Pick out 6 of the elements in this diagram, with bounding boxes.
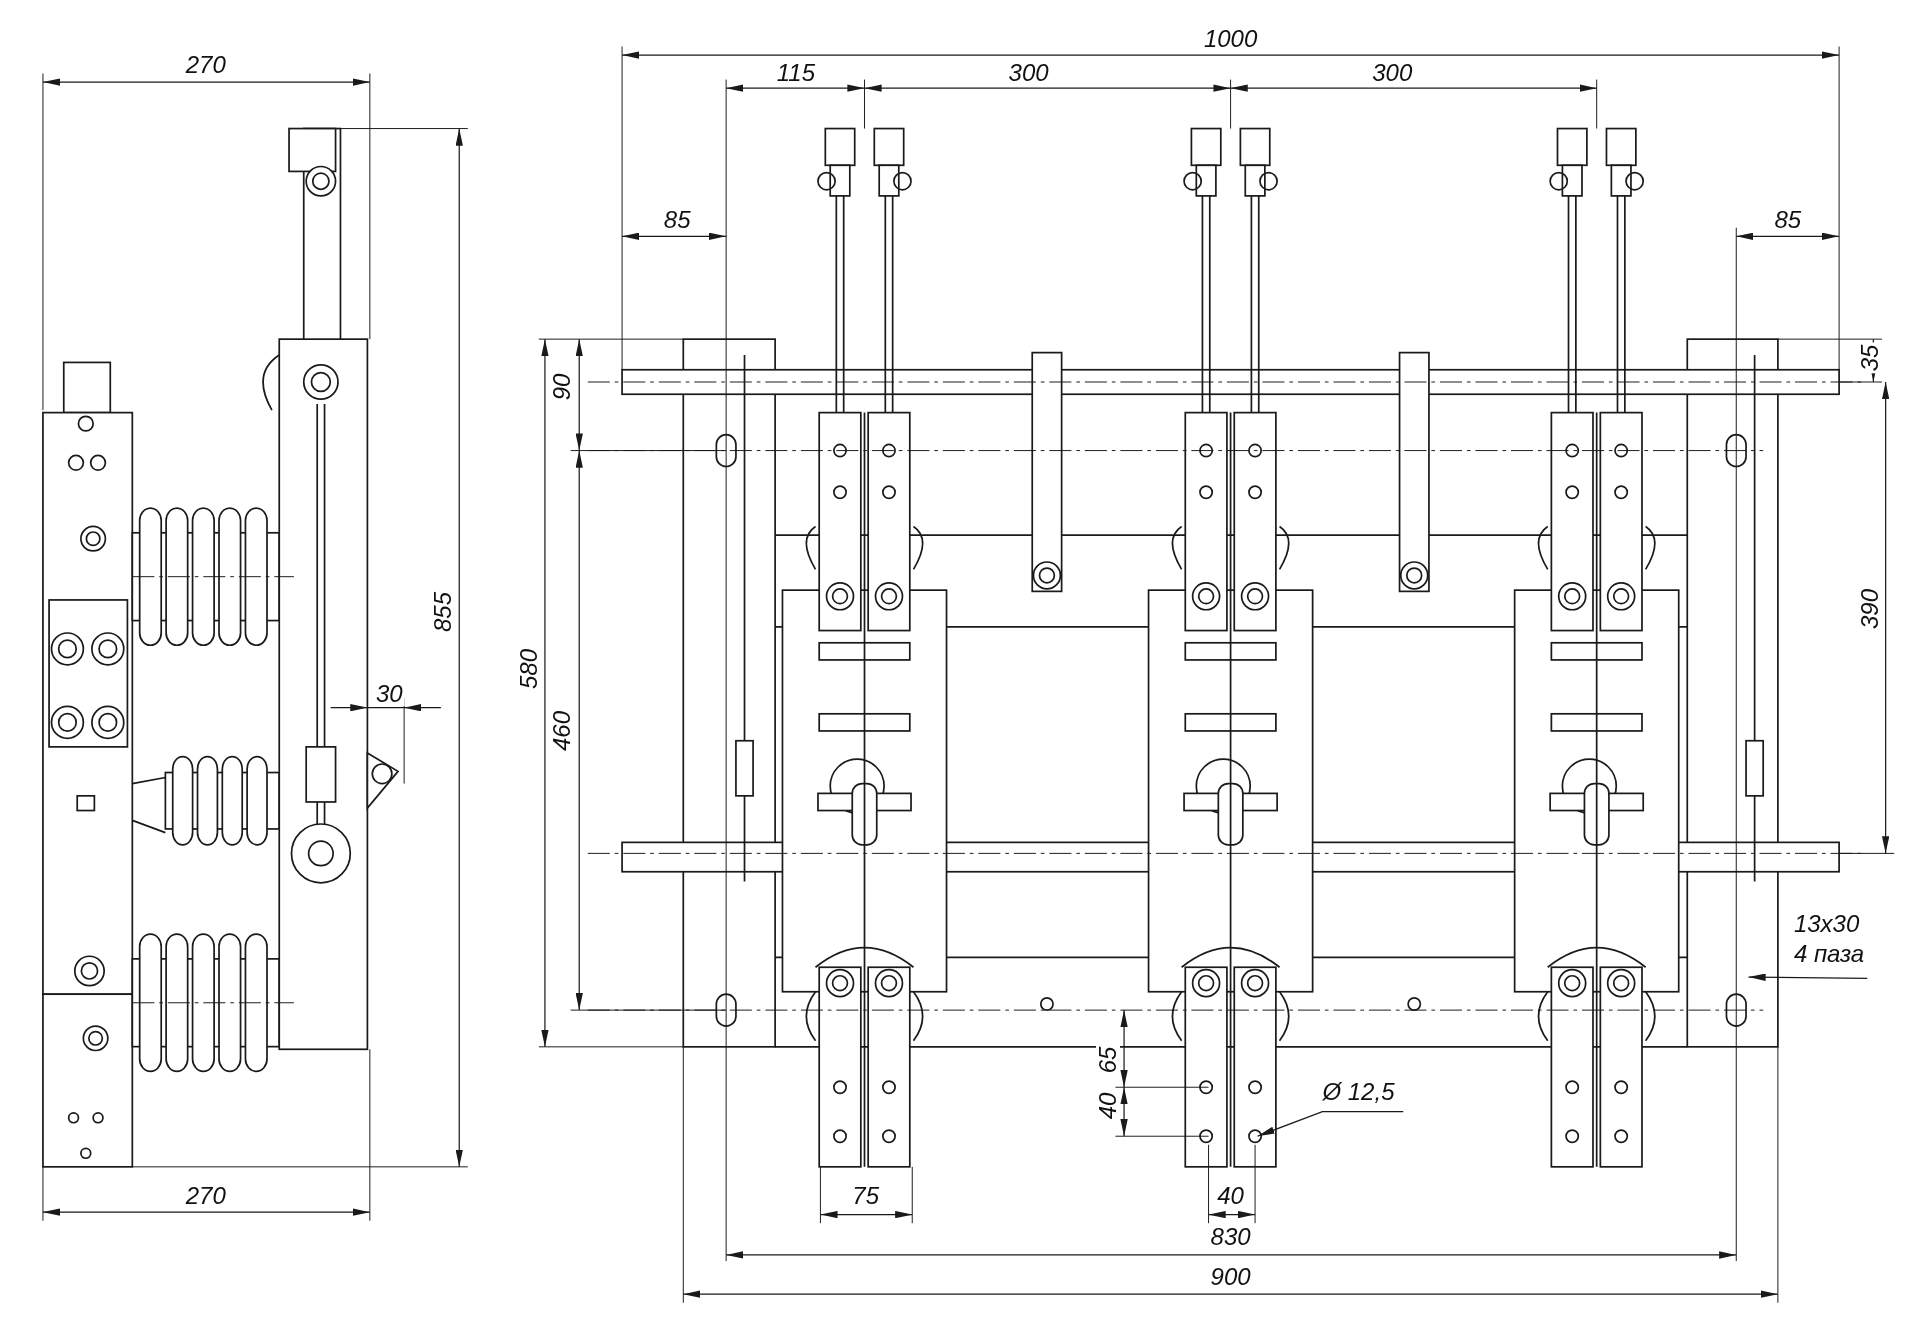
callout-text: Ø 12,5 (1322, 1080, 1395, 1104)
leader-line (1256, 1111, 1404, 1137)
leader-line (1747, 973, 1868, 981)
callout-text: 4 паза (1793, 942, 1865, 967)
callout-text: 13x30 (1793, 912, 1860, 937)
dimension-label: 30 (374, 682, 405, 707)
